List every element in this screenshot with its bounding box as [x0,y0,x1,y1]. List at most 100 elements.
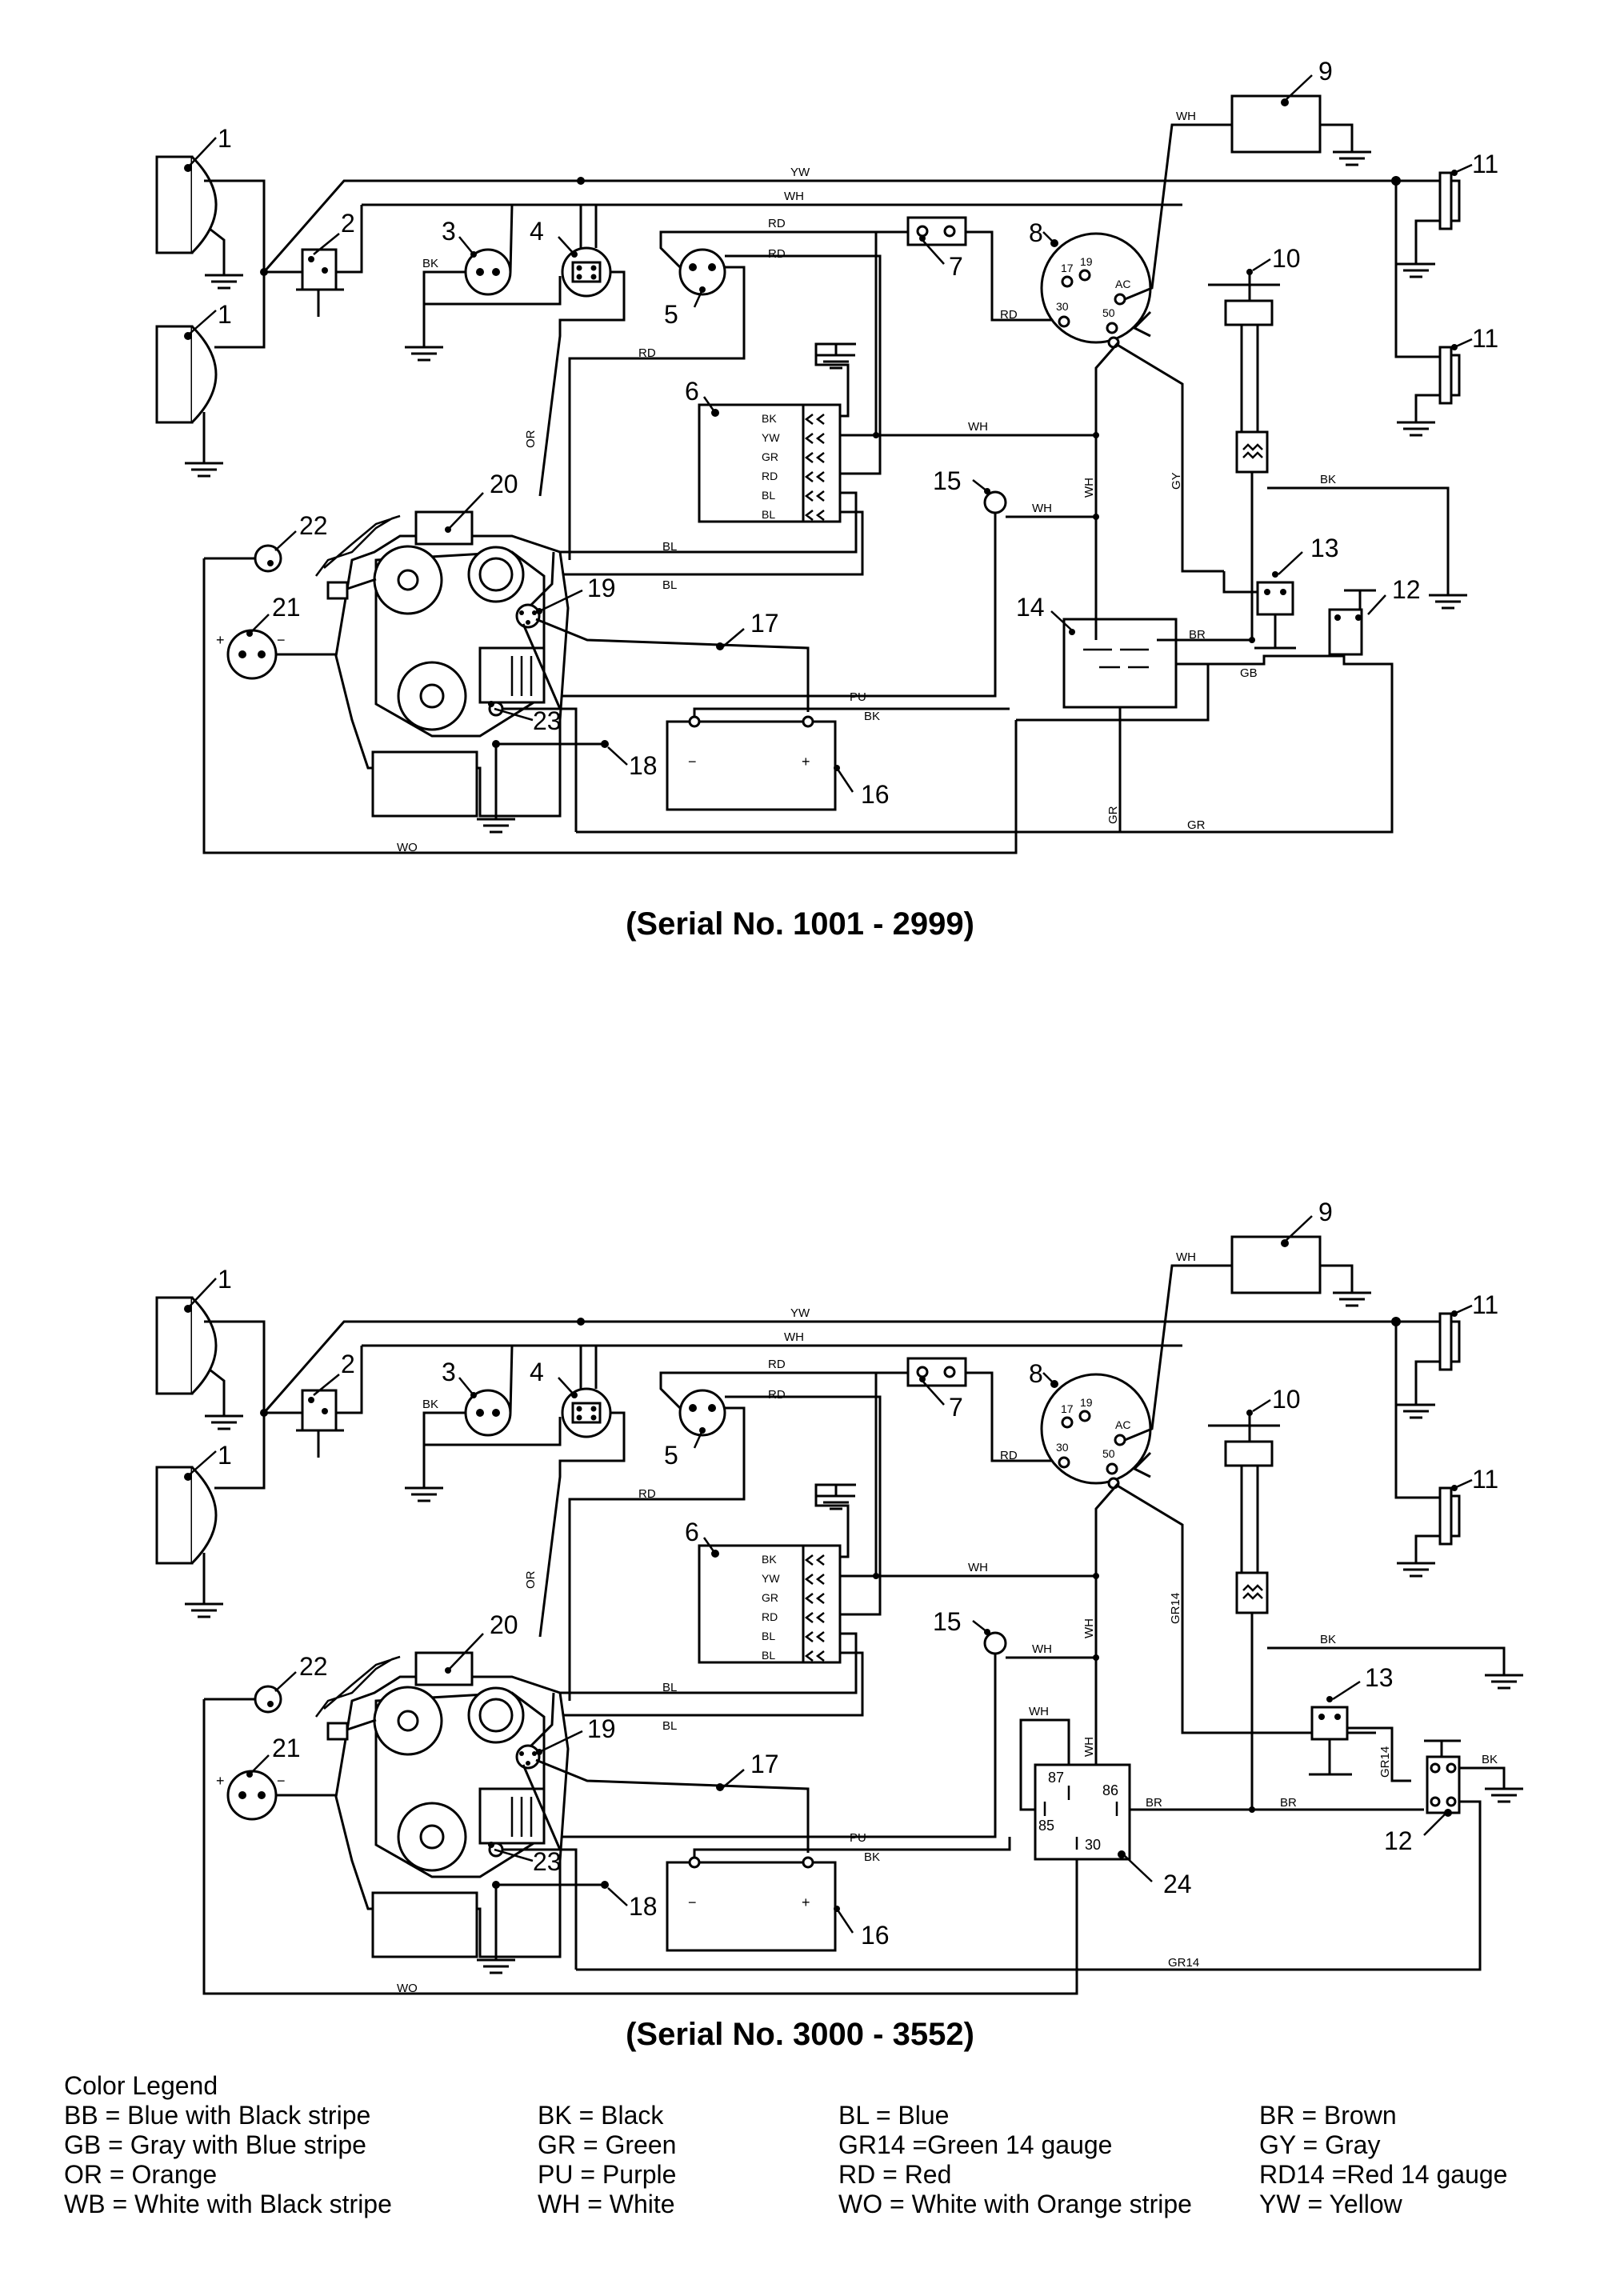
wire-label-bk: BK [422,257,438,270]
wiring-diagram-serial-1001-2999: 1 1 YW WH 2 [155,57,1498,942]
component-7: 7 RD [906,1357,1056,1462]
part-number-22: 22 [299,511,328,540]
legend-item: PU = Purple [538,2160,677,2189]
headlight-1-upper: 1 [155,1265,266,1430]
wire-label-rd: RD [768,217,786,230]
part-number-17: 17 [750,609,779,638]
part-number-12: 12 [1392,575,1421,604]
part-number-23: 23 [533,1847,562,1876]
component-7: 7 RD [906,216,1056,322]
gauge-22: 22 WO [202,1652,1078,1995]
component-10: 10 BK [1208,1385,1525,1810]
connector-pin-bl: BL [762,489,775,502]
component-4: 4 OR [524,205,626,497]
wire-label-wh: WH [1082,1618,1096,1638]
wire-label-yw: YW [790,1306,810,1320]
part-number-11: 11 [1472,1465,1498,1494]
starter-19: 19 17 [515,1692,810,1853]
wire-label-gr14: GR14 [1169,1593,1182,1624]
wire-label-yw: YW [790,166,810,179]
component-12: 12 BK GR14 [1077,1739,1525,1971]
component-9: 9 [1230,1198,1373,1307]
part-number-2: 2 [341,209,355,238]
component-3: 3 BK [422,204,514,304]
part-number-4: 4 [530,1358,544,1386]
wire-label-or: OR [524,430,538,448]
legend-item: GR = Green [538,2130,677,2159]
sensor-23: 23 [475,1842,605,1974]
serial-label-1: (Serial No. 1001 - 2999) [626,906,974,942]
connector-pin-bl: BL [762,1630,775,1642]
gauge-terminal-neg: − [277,1773,286,1789]
wire-label-wo: WO [397,1982,418,1995]
legend-item: WB = White with Black stripe [64,2190,392,2218]
wire-label-bl: BL [662,1681,677,1694]
component-5: 5 RD RD RD [568,1358,908,1701]
ignition-terminal-17: 17 [1061,262,1074,274]
legend-item: YW = Yellow [1259,2190,1402,2218]
connector-6: 6 BK YW GR RD BL BL WH BL BL [552,1373,1096,1733]
wire-label-rd: RD [1000,308,1018,322]
ignition-switch-8: 8 17 19 AC 30 50 [1029,1359,1152,1490]
starter-19: 19 17 [515,551,810,712]
part-number-3: 3 [442,217,456,246]
color-legend: Color Legend BB = Blue with Black stripe… [64,2070,1536,2219]
part-number-1: 1 [218,1265,232,1294]
wire-label-bk: BK [864,1850,880,1864]
legend-item: GY = Gray [1259,2130,1381,2159]
battery-16: − + 16 BK 18 [601,707,1010,811]
part-number-10: 10 [1272,244,1301,273]
wire-label-rd: RD [1000,1449,1018,1462]
legend-item: WO = White with Orange stripe [838,2190,1192,2218]
legend-item: GB = Gray with Blue stripe [64,2130,366,2159]
connector-6: 6 BK YW GR RD BL BL WH BL BL [552,232,1096,592]
legend-title: Color Legend [64,2071,218,2100]
engine-assembly: 20 [315,1610,570,1958]
component-12: 12 [1120,575,1421,834]
wire-label-wh: WH [968,1561,988,1574]
connector-pin-yw: YW [762,431,780,444]
connector-pin-rd: RD [762,1610,778,1623]
legend-item: GR14 =Green 14 gauge [838,2130,1113,2159]
part-number-5: 5 [664,1441,678,1470]
ignition-terminal-50: 50 [1102,306,1115,319]
headlight-1-upper: 1 [155,124,266,290]
wire-label-rd: RD [768,1388,786,1402]
part-number-8: 8 [1029,1359,1043,1388]
wire-label-rd: RD [768,1358,786,1371]
part-number-4: 4 [530,217,544,246]
part-number-1: 1 [218,1441,232,1470]
light-switch-2: 2 [296,1346,363,1458]
part-number-13: 13 [1310,534,1339,562]
gauge-terminal-neg: − [277,632,286,648]
connector-pin-bl: BL [762,508,775,521]
wire-label-gr14: GR14 [1378,1746,1392,1778]
legend-item: OR = Orange [64,2160,218,2189]
horn-11-upper: 11 [1395,1290,1498,1419]
headlight-1-lower: 1 [155,272,266,478]
legend-item: BK = Black [538,2101,664,2130]
connector-pin-yw: YW [762,1572,780,1585]
engine-assembly: 20 [315,470,570,818]
ignition-terminal-ac: AC [1115,278,1130,290]
part-number-10: 10 [1272,1385,1301,1414]
connector-pin-bk: BK [762,412,777,425]
part-number-22: 22 [299,1652,328,1681]
wire-label-gr14: GR14 [1168,1956,1199,1970]
wiring-diagram-serial-3000-3552: 1 1 YW WH 2 [155,1198,1525,2052]
wire-label-wh: WH [1032,1642,1052,1656]
wire-label-bl: BL [662,1719,677,1733]
connector-pin-bl: BL [762,1649,775,1662]
wire-label-bk: BK [1482,1753,1498,1766]
battery-terminal-pos: + [802,1894,810,1910]
battery-terminal-neg: − [688,1894,697,1910]
part-number-2: 2 [341,1350,355,1378]
legend-item: WH = White [538,2190,675,2218]
part-number-21: 21 [272,1734,301,1762]
wire-label-rd: RD [638,1487,656,1501]
battery-terminal-neg: − [688,754,697,770]
wire-label-wh: WH [1082,478,1096,498]
part-number-19: 19 [587,1714,616,1743]
relay-terminal-87: 87 [1048,1770,1064,1786]
